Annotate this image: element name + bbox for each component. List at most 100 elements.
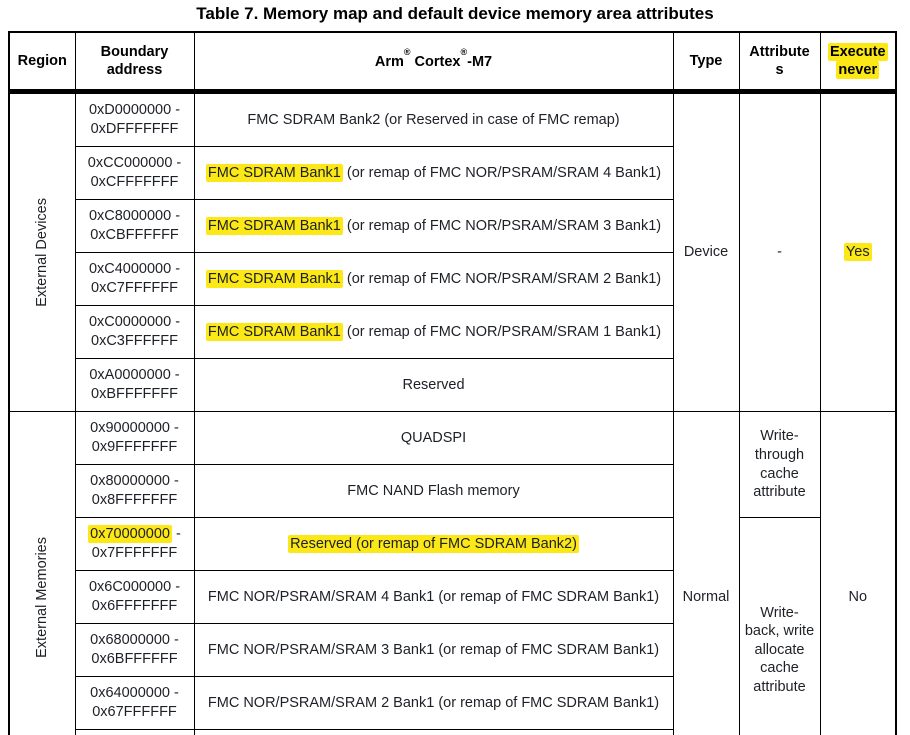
text-segment: 0x80000000 - — [90, 473, 179, 490]
boundary-address-cell: 0x6C000000 - 0x6FFFFFFF — [74, 570, 195, 624]
col-header-arm-cortex-m7: Arm® Cortex®-M7 — [193, 31, 674, 94]
description-cell: FMC SDRAM Bank2 (or Reserved in case of … — [193, 91, 674, 147]
execute-never-value: No — [848, 588, 868, 605]
table-row: External Memories 0x90000000 - 0x9FFFFFFF Q… — [8, 411, 897, 735]
text-segment: 0x90000000 - — [90, 420, 179, 437]
region-cell: External Memories — [8, 411, 76, 735]
description-cell: QUADSPI — [193, 411, 674, 465]
description-cell: Reserved (or remap of FMC SDRAM Bank2) — [193, 517, 674, 571]
boundary-address-line2: 0x6BFFFFFF — [91, 651, 178, 667]
boundary-address-cell: 0x64000000 -0x67FFFFFF — [74, 676, 195, 730]
description-cell: FMC SDRAM Bank1 (or remap of FMC NOR/PSR… — [193, 305, 674, 359]
registered-mark: ® — [460, 46, 468, 57]
highlighted-text: 0x70000000 — [88, 525, 172, 544]
text-segment: - — [171, 526, 181, 543]
boundary-address-line2: 0xBFFFFFFF — [91, 386, 178, 402]
text-segment: Cortex — [410, 53, 461, 70]
boundary-address-line2: 0x9FFFFFFF — [91, 439, 178, 455]
text-segment: 0x6C000000 - — [88, 579, 181, 596]
highlighted-text: FMC SDRAM Bank1 — [205, 269, 343, 288]
table-row: 0x64000000 -0x67FFFFFF FMC NOR/PSRAM/SRAM… — [9, 676, 896, 730]
description-cell: FMC NOR/PSRAM/SRAM 3 Bank1 (or remap of … — [193, 623, 674, 677]
text-segment: QUADSPI — [400, 429, 467, 446]
boundary-address-line2: 0x7FFFFFFF — [91, 545, 178, 561]
boundary-address-cell: 0xC0000000 - 0xC3FFFFFF — [74, 305, 195, 359]
description-cell: Reserved — [193, 358, 674, 412]
attributes-cell: Write-back, write allocate cache attribu… — [738, 517, 821, 735]
boundary-address-line2: 0x67FFFFFF — [92, 704, 177, 720]
text-segment: Reserved — [402, 376, 465, 393]
boundary-address-cell: 0xCC000000 - 0xCFFFFFFF — [74, 146, 195, 200]
boundary-address-cell: 0xC4000000 - 0xC7FFFFFF — [74, 252, 195, 306]
boundary-address-cell: 0xA0000000 - 0xBFFFFFFF — [74, 358, 195, 412]
text-segment: 0xC0000000 - — [88, 314, 181, 331]
boundary-address-line2: 0xCBFFFFFF — [90, 227, 179, 243]
boundary-address-cell: 0xC8000000 - 0xCBFFFFFF — [74, 199, 195, 253]
table-header: Region Boundary address Arm® Cortex®-M7 … — [8, 31, 897, 94]
registered-mark: ® — [403, 46, 411, 57]
text-segment: 0xA0000000 - — [89, 367, 180, 384]
attributes-cell: Write-through cache attribute — [738, 411, 821, 518]
execute-never-cell: Yes — [819, 91, 897, 412]
col-header-region: Region — [8, 31, 76, 94]
text-segment: (or remap of FMC NOR/PSRAM/SRAM 1 Bank1) — [342, 323, 662, 340]
col-header-boundary-address: Boundary address — [74, 31, 195, 94]
highlighted-text: FMC SDRAM Bank1 — [205, 216, 343, 235]
text-segment: 0x68000000 - — [90, 632, 179, 649]
boundary-address-line2: 0xCFFFFFFF — [90, 174, 179, 190]
table-row: 0x6C000000 - 0x6FFFFFFF FMC NOR/PSRAM/SRAM… — [9, 570, 896, 624]
type-cell: Normal — [672, 411, 740, 735]
text-segment: 0xC8000000 - — [88, 208, 181, 225]
execute-never-header-line: never — [836, 61, 880, 79]
memory-map-table: Region Boundary address Arm® Cortex®-M7 … — [8, 31, 897, 735]
description-cell: FMC SDRAM Bank1 (or remap of FMC NOR/PSR… — [193, 146, 674, 200]
text-segment: FMC NOR/PSRAM/SRAM 3 Bank1 (or remap of … — [207, 641, 660, 658]
text-segment: FMC NOR/PSRAM/SRAM 2 Bank1 (or remap of … — [207, 694, 660, 711]
boundary-address-cell: 0x70000000 - 0x7FFFFFFF — [74, 517, 195, 571]
type-cell: Device — [672, 91, 740, 412]
text-segment: FMC SDRAM Bank2 (or Reserved in case of … — [247, 111, 620, 128]
boundary-address-cell: 0xD0000000 -0xDFFFFFFF — [74, 91, 195, 147]
highlighted-text: FMC SDRAM Bank1 — [205, 163, 343, 182]
table-row: 0x60000000 -0x63FFFFFFFMC NOR/PSRAM/SRAM… — [9, 729, 896, 735]
boundary-address-line2: 0x6FFFFFFF — [91, 598, 178, 614]
description-cell: FMC NAND Flash memory — [193, 464, 674, 518]
highlighted-text: FMC SDRAM Bank1 — [205, 322, 343, 341]
text-segment: (or remap of FMC NOR/PSRAM/SRAM 2 Bank1) — [342, 270, 662, 287]
table-title: Table 7. Memory map and default device m… — [196, 4, 714, 23]
boundary-address-cell: 0x60000000 -0x63FFFFFF — [74, 729, 195, 735]
region-cell: External Devices — [8, 91, 76, 412]
table-row: 0xC4000000 - 0xC7FFFFFF FMC SDRAM Bank1 (o… — [9, 252, 896, 306]
text-segment: 0xCC000000 - — [87, 155, 182, 172]
attributes-cell: - — [738, 91, 821, 412]
text-segment: Arm — [374, 53, 404, 70]
boundary-address-line2: 0xC3FFFFFF — [91, 333, 178, 349]
table-row: 0xA0000000 - 0xBFFFFFFF Reserved — [9, 358, 896, 412]
text-segment: -M7 — [467, 53, 493, 70]
boundary-address-cell: 0x90000000 - 0x9FFFFFFF — [74, 411, 195, 465]
boundary-address-cell: 0x68000000 - 0x6BFFFFFF — [74, 623, 195, 677]
boundary-address-line2: 0xDFFFFFFF — [90, 121, 179, 137]
table-row: 0xCC000000 - 0xCFFFFFFF FMC SDRAM Bank1 (o… — [9, 146, 896, 200]
text-segment: FMC NOR/PSRAM/SRAM 4 Bank1 (or remap of … — [207, 588, 660, 605]
col-header-type: Type — [672, 31, 740, 94]
boundary-address-cell: 0x80000000 -0x8FFFFFFF — [74, 464, 195, 518]
table-row: 0xC0000000 - 0xC3FFFFFF FMC SDRAM Bank1 (o… — [9, 305, 896, 359]
region-label: External Devices — [33, 198, 50, 307]
text-segment: 0xC4000000 - — [88, 261, 181, 278]
description-cell: FMC SDRAM Bank1 (or remap of FMC NOR/PSR… — [193, 252, 674, 306]
description-cell: FMC NOR/PSRAM/SRAM 1 Bank1 (or remap of … — [193, 729, 674, 735]
table-row: 0x70000000 - 0x7FFFFFFF Reserved (or remap… — [9, 517, 896, 735]
description-cell: FMC SDRAM Bank1 (or remap of FMC NOR/PSR… — [193, 199, 674, 253]
description-cell: FMC NOR/PSRAM/SRAM 2 Bank1 (or remap of … — [193, 676, 674, 730]
region-label: External Memories — [33, 536, 50, 658]
execute-never-header-line: Execute — [827, 42, 888, 61]
attributes-header-line: s — [775, 62, 784, 78]
text-segment: (or remap of FMC NOR/PSRAM/SRAM 3 Bank1) — [342, 217, 662, 234]
boundary-address-line2: 0xC7FFFFFF — [91, 280, 178, 296]
